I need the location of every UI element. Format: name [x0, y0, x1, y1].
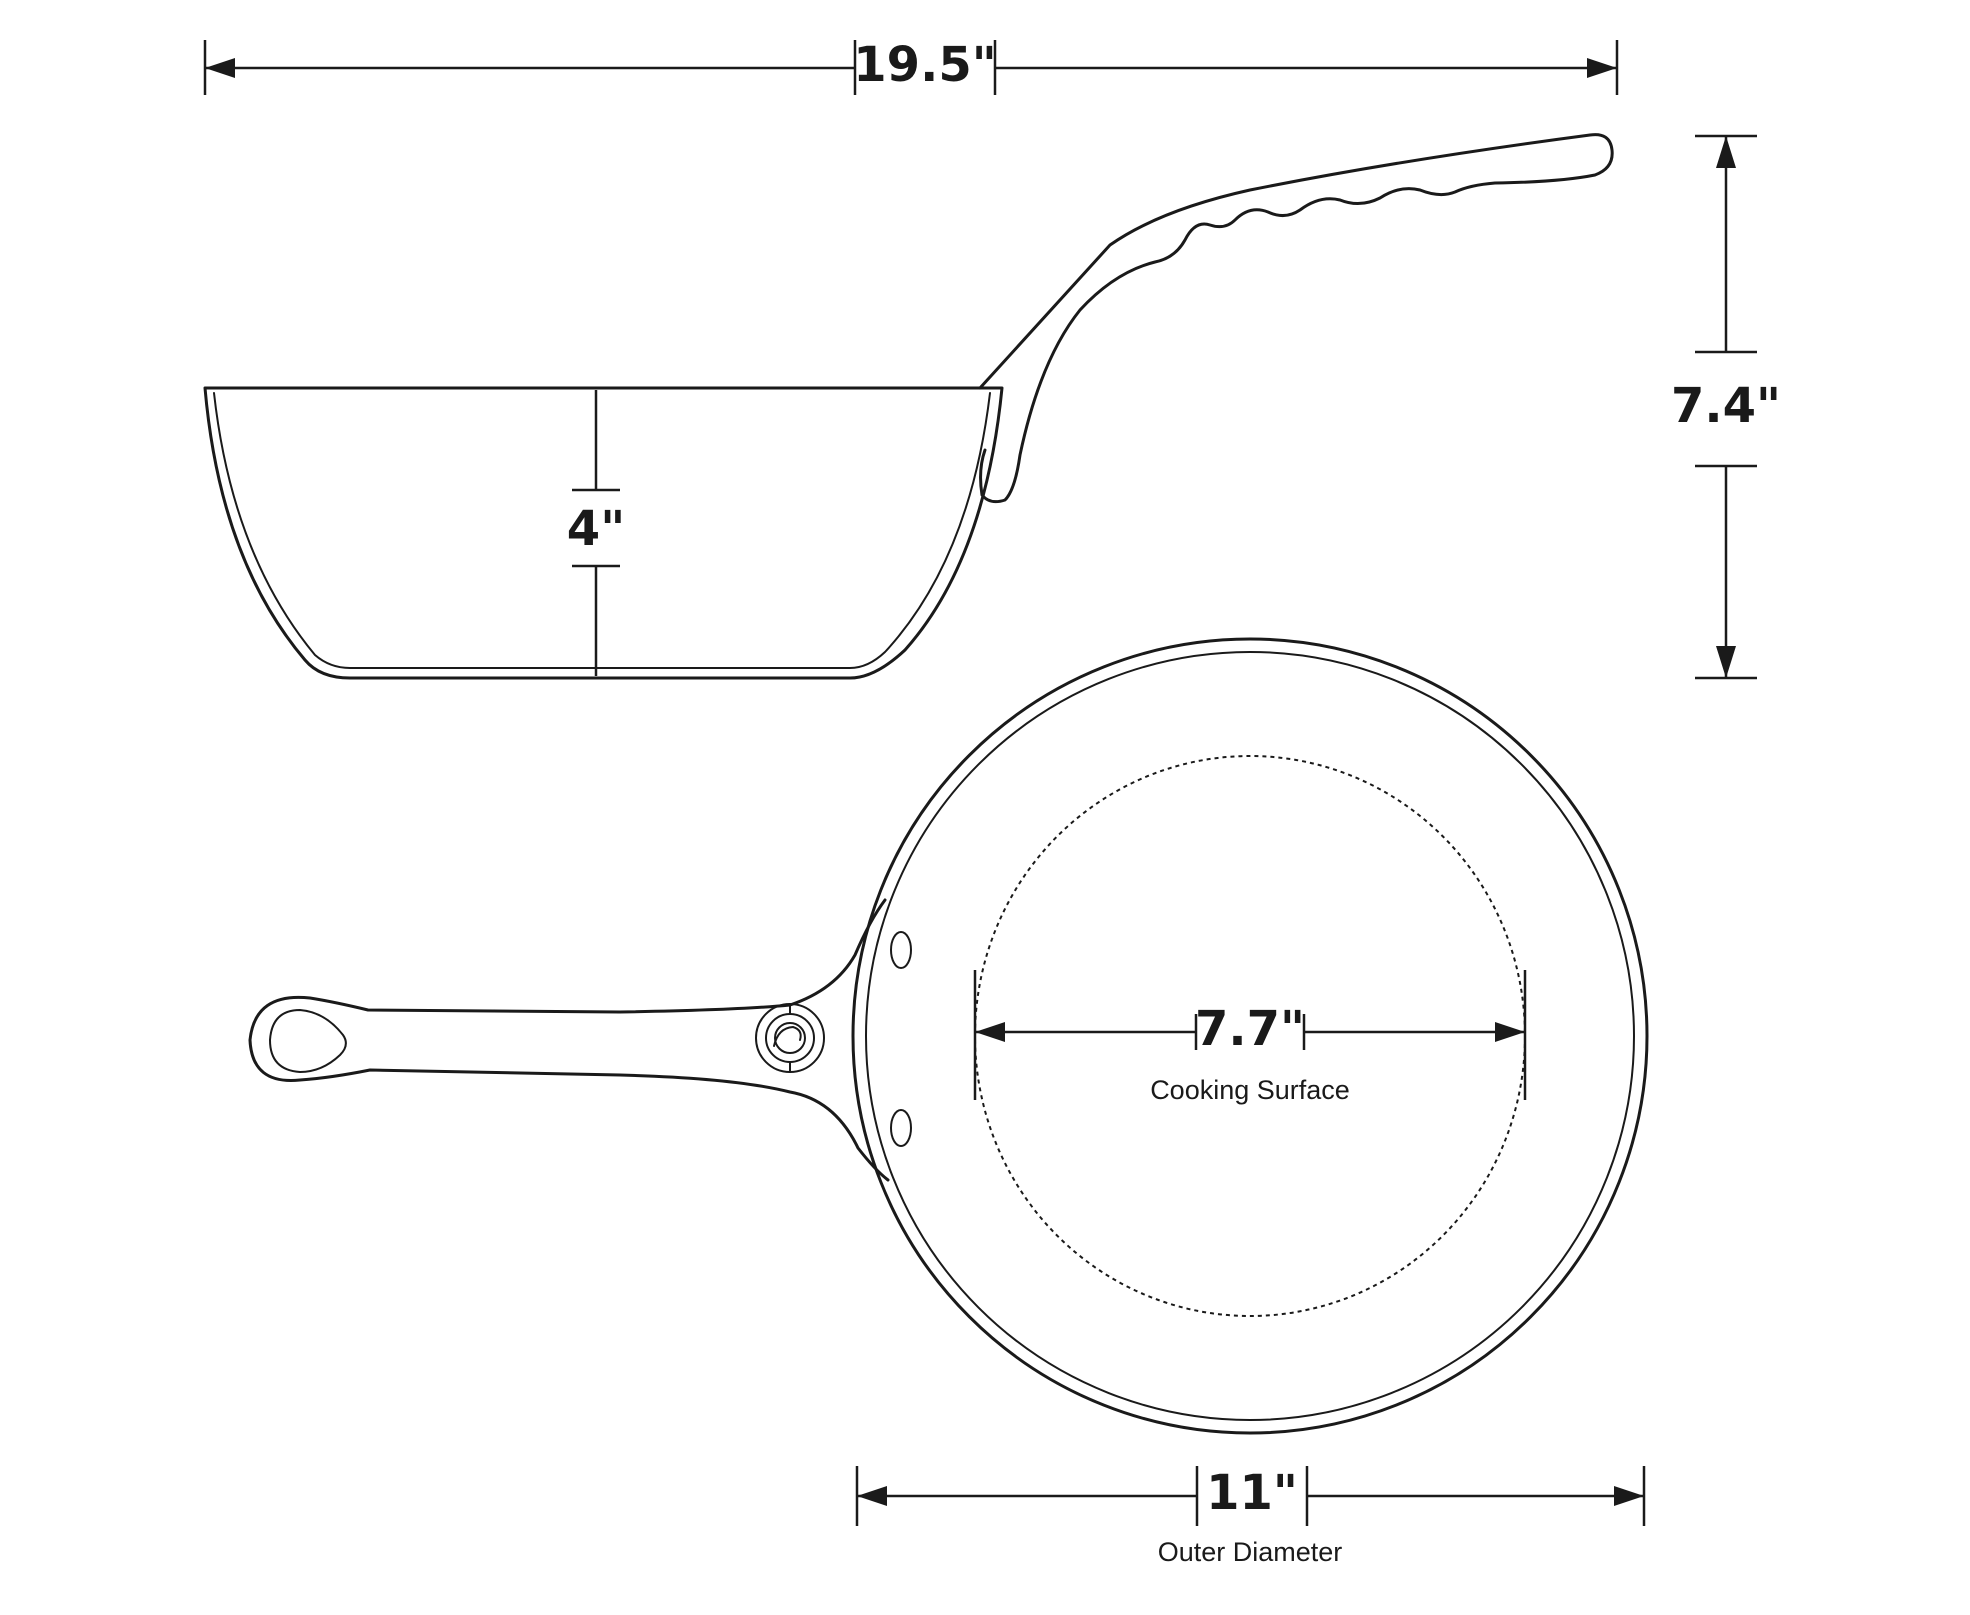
- depth-label: 4": [567, 501, 625, 557]
- right-arrow-icon: [1614, 1486, 1644, 1506]
- outer-diameter-label: 11": [1206, 1465, 1298, 1521]
- brand-logo-icon: [755, 1003, 825, 1073]
- inner-rim: [865, 651, 1635, 1421]
- cooking-surface-caption: Cooking Surface: [1150, 1075, 1350, 1105]
- cooking-surface-dimension: 7.7" Cooking Surface: [973, 970, 1527, 1105]
- outer-diameter-caption: Outer Diameter: [1158, 1537, 1343, 1567]
- rivet-upper: [890, 931, 912, 969]
- right-arrow-icon: [1495, 1022, 1525, 1042]
- depth-dimension: 4": [567, 390, 625, 676]
- up-arrow-icon: [1716, 136, 1736, 168]
- pan-side-view: 4": [203, 133, 1614, 680]
- left-arrow-icon: [975, 1022, 1005, 1042]
- cooking-surface-label: 7.7": [1195, 1001, 1305, 1057]
- outer-rim: [851, 637, 1649, 1435]
- total-length-label: 19.5": [853, 37, 996, 93]
- rivet-lower: [890, 1109, 912, 1147]
- outer-diameter-dimension: 11" Outer Diameter: [855, 1465, 1646, 1567]
- total-height-dimension: 7.4": [1671, 134, 1781, 680]
- total-height-label: 7.4": [1671, 378, 1781, 434]
- left-arrow-icon: [857, 1486, 887, 1506]
- right-arrow-icon: [1587, 58, 1617, 78]
- pan-top-view: 7.7" Cooking Surface 11" Outer Diameter: [248, 637, 1649, 1567]
- down-arrow-icon: [1716, 646, 1736, 678]
- total-length-dimension: 19.5": [203, 37, 1619, 95]
- left-arrow-icon: [205, 58, 235, 78]
